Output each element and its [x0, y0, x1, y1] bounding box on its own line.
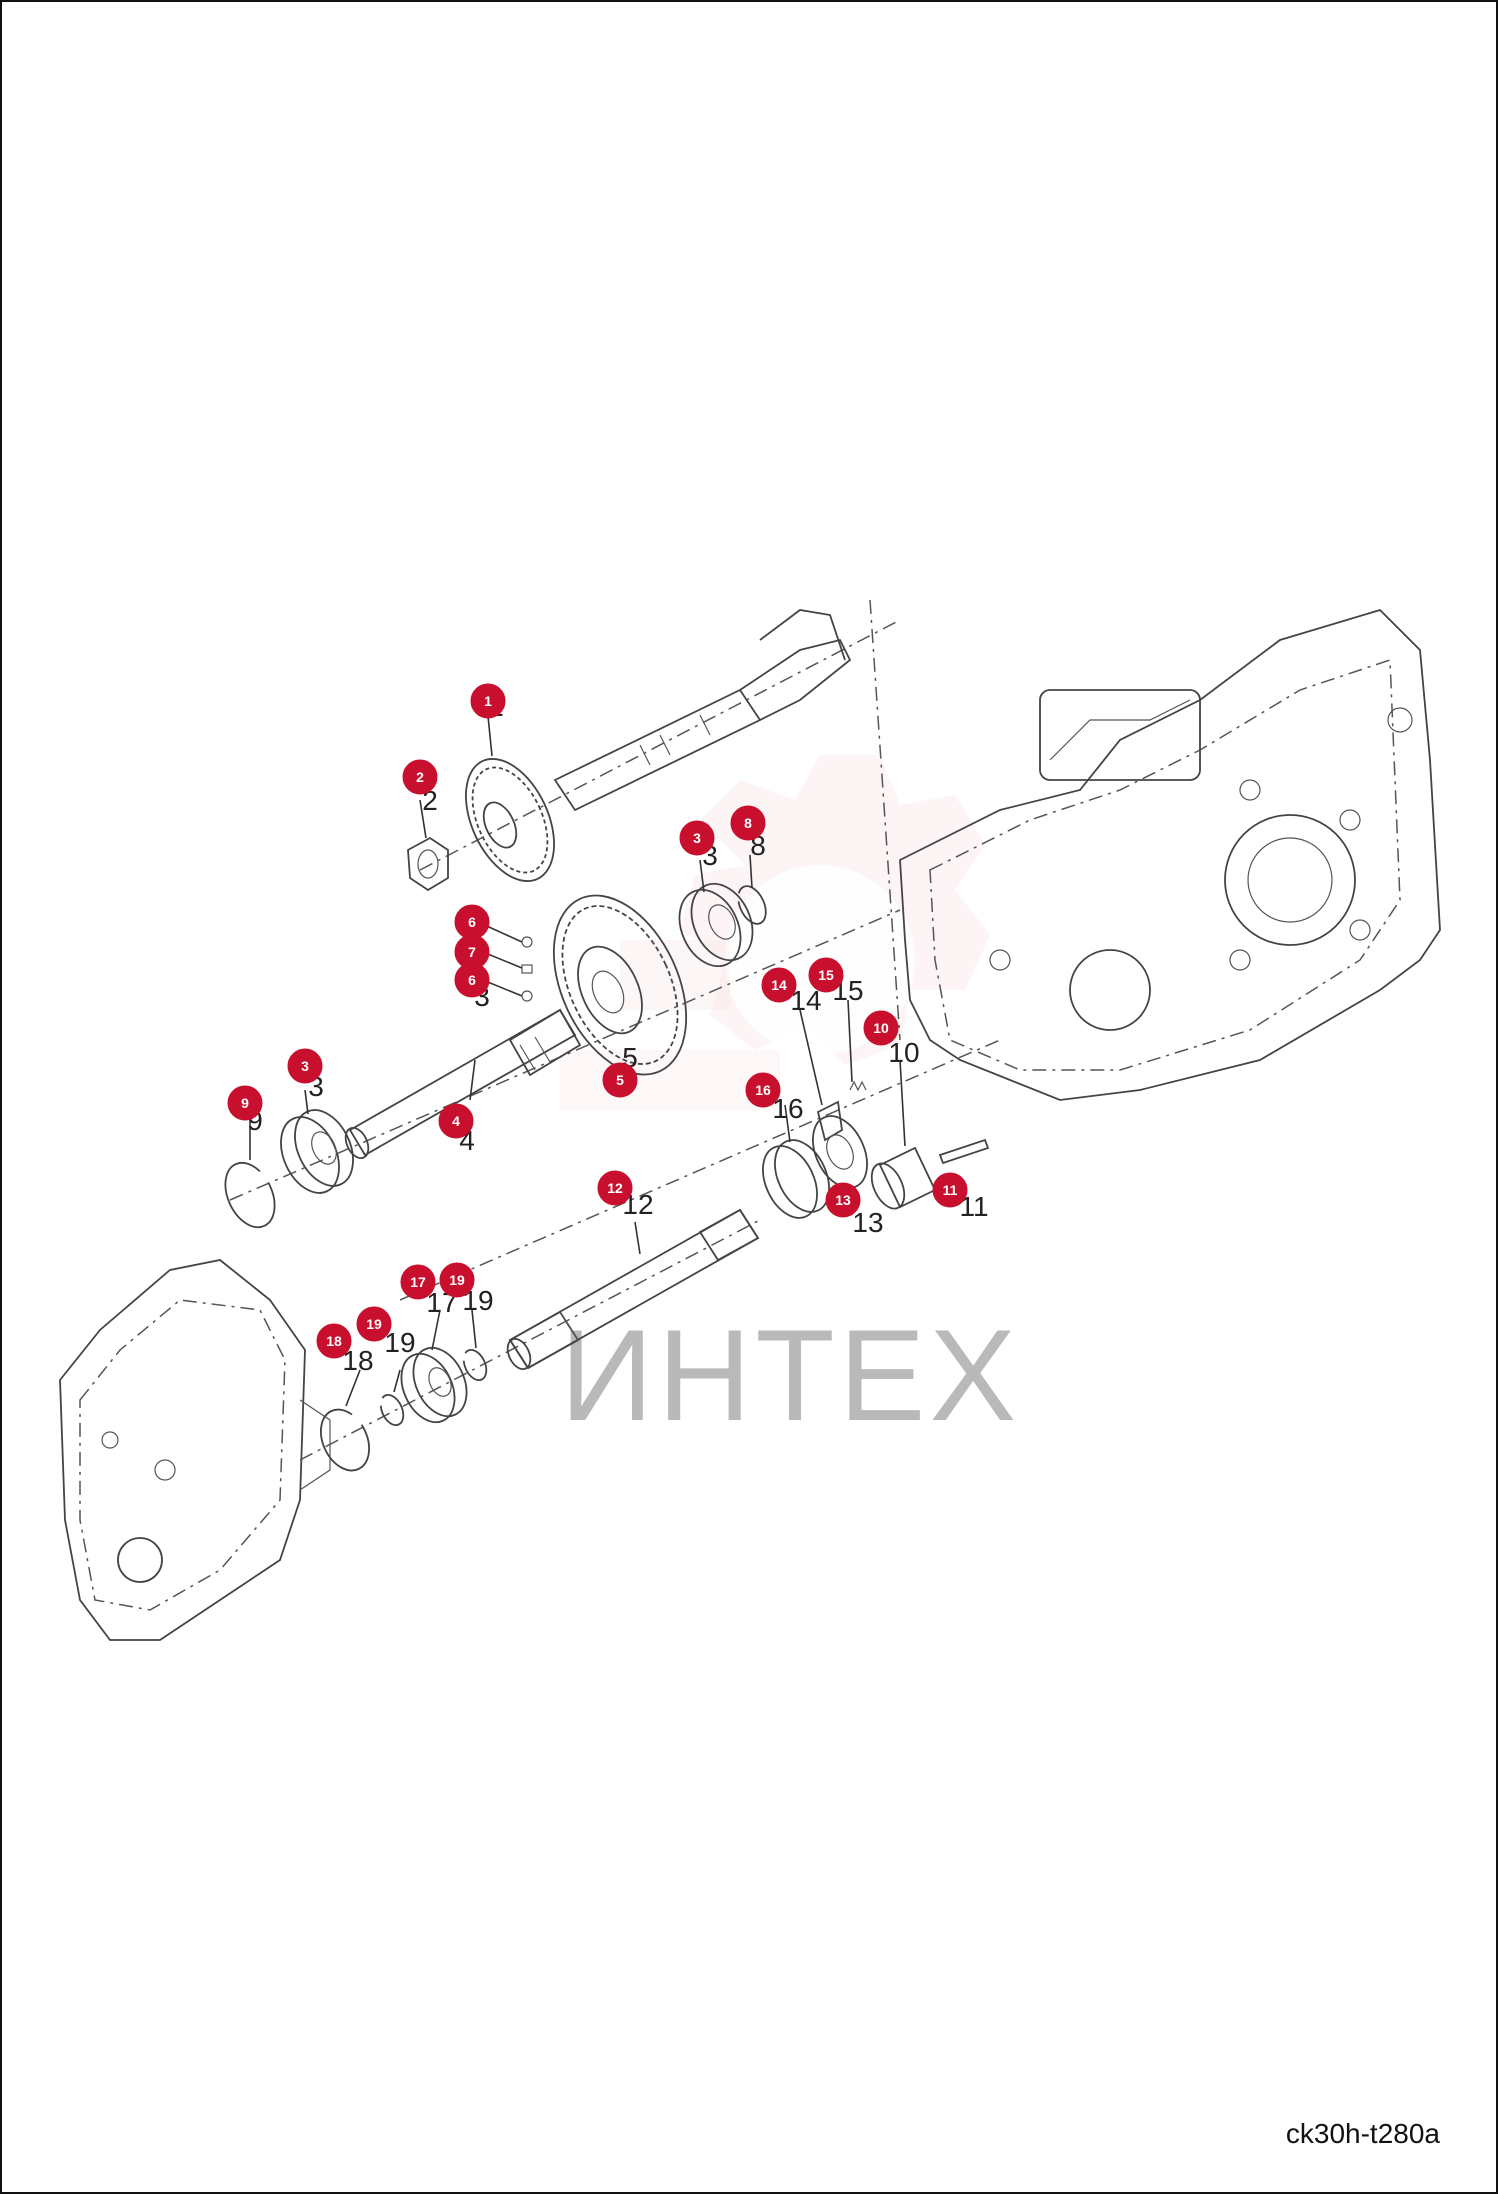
callout-badge[interactable]: 4: [438, 1103, 474, 1139]
callout-badge[interactable]: 17: [400, 1264, 436, 1300]
callout-badge[interactable]: 19: [356, 1306, 392, 1342]
snap-ring-part-19-left: [379, 1393, 405, 1427]
callout-badge[interactable]: 3: [287, 1048, 323, 1084]
svg-text:17: 17: [410, 1274, 426, 1290]
snap-ring-part-18: [320, 1408, 370, 1472]
shaft-part-4: [344, 1008, 582, 1160]
callout-badge[interactable]: 5: [602, 1062, 638, 1098]
svg-text:12: 12: [607, 1180, 623, 1196]
fork-part-14: [816, 1100, 843, 1142]
small-parts-6-7: [521, 936, 533, 1002]
svg-text:4: 4: [452, 1113, 460, 1129]
svg-text:8: 8: [744, 815, 752, 831]
callout-badge[interactable]: 19: [439, 1262, 475, 1298]
svg-text:14: 14: [771, 977, 787, 993]
assembly-axes: [229, 599, 1001, 1461]
svg-text:5: 5: [616, 1072, 624, 1088]
callout-badge[interactable]: 2: [402, 759, 438, 795]
bearing-part-3-top: [678, 882, 754, 968]
watermark-text: ИНТЕХ: [560, 1302, 1020, 1448]
gear-part-1: [465, 758, 555, 882]
bearing-part-16: [762, 1139, 830, 1219]
callout-badge[interactable]: 15: [808, 957, 844, 993]
callout-badge[interactable]: 3: [679, 820, 715, 856]
svg-text:13: 13: [835, 1192, 851, 1208]
shaft-part-12: [506, 1208, 760, 1371]
callout-badge[interactable]: 13: [825, 1182, 861, 1218]
callout-badge[interactable]: 1: [470, 683, 506, 719]
transmission-housing: [899, 608, 1441, 1101]
nut-part-2: [407, 836, 449, 892]
snap-ring-part-9: [224, 1161, 276, 1229]
svg-text:10: 10: [873, 1020, 889, 1036]
svg-text:1: 1: [484, 693, 492, 709]
snap-ring-part-19-right: [462, 1348, 488, 1382]
diagram-code: ck30h-t280a: [1285, 2118, 1440, 2149]
svg-text:2: 2: [416, 769, 424, 785]
callout-badge[interactable]: 11: [932, 1172, 968, 1208]
bearing-part-17: [400, 1346, 468, 1424]
svg-text:7: 7: [468, 944, 476, 960]
callout-badge[interactable]: 10: [863, 1010, 899, 1046]
leader-lines: [249, 715, 906, 1407]
pin-part-11: [938, 1138, 990, 1165]
snap-ring-part-8: [737, 885, 767, 925]
sleeve-part-10: [870, 1146, 937, 1210]
svg-text:3: 3: [301, 1058, 309, 1074]
svg-text:18: 18: [326, 1333, 342, 1349]
part-number: 13: [852, 1207, 883, 1238]
callout-badge[interactable]: 6: [454, 904, 490, 940]
callout-badge[interactable]: 6: [454, 962, 490, 998]
bearing-part-13: [812, 1115, 868, 1189]
callout-badge[interactable]: 16: [745, 1072, 781, 1108]
svg-text:11: 11: [943, 1182, 958, 1198]
svg-text:3: 3: [693, 830, 701, 846]
callout-badge[interactable]: 14: [761, 967, 797, 1003]
svg-text:6: 6: [468, 914, 476, 930]
callout-badge[interactable]: 18: [316, 1323, 352, 1359]
gear-part-5: [552, 894, 688, 1076]
callout-badge[interactable]: 12: [597, 1170, 633, 1206]
svg-text:19: 19: [449, 1272, 465, 1288]
svg-text:6: 6: [468, 972, 476, 988]
part-number: 19: [384, 1327, 415, 1358]
part-number: 10: [888, 1037, 919, 1068]
svg-text:19: 19: [366, 1316, 382, 1332]
part-number-labels: 1 2 3 8 3 9 3 4 5 14 15 10 16 13 11 12 1…: [247, 691, 988, 1376]
callout-badges: 1 2 3 8 6 7 6 3 9 4 5 14 15 10 16 13 11 …: [227, 683, 968, 1359]
pinion-shaft: [553, 609, 852, 812]
svg-text:9: 9: [241, 1095, 249, 1111]
svg-text:16: 16: [755, 1082, 771, 1098]
svg-text:15: 15: [818, 967, 834, 983]
callout-badge[interactable]: 9: [227, 1085, 263, 1121]
spring-part-15: [849, 1080, 867, 1092]
callout-badge[interactable]: 8: [730, 805, 766, 841]
rear-cover-housing: [59, 1259, 331, 1641]
